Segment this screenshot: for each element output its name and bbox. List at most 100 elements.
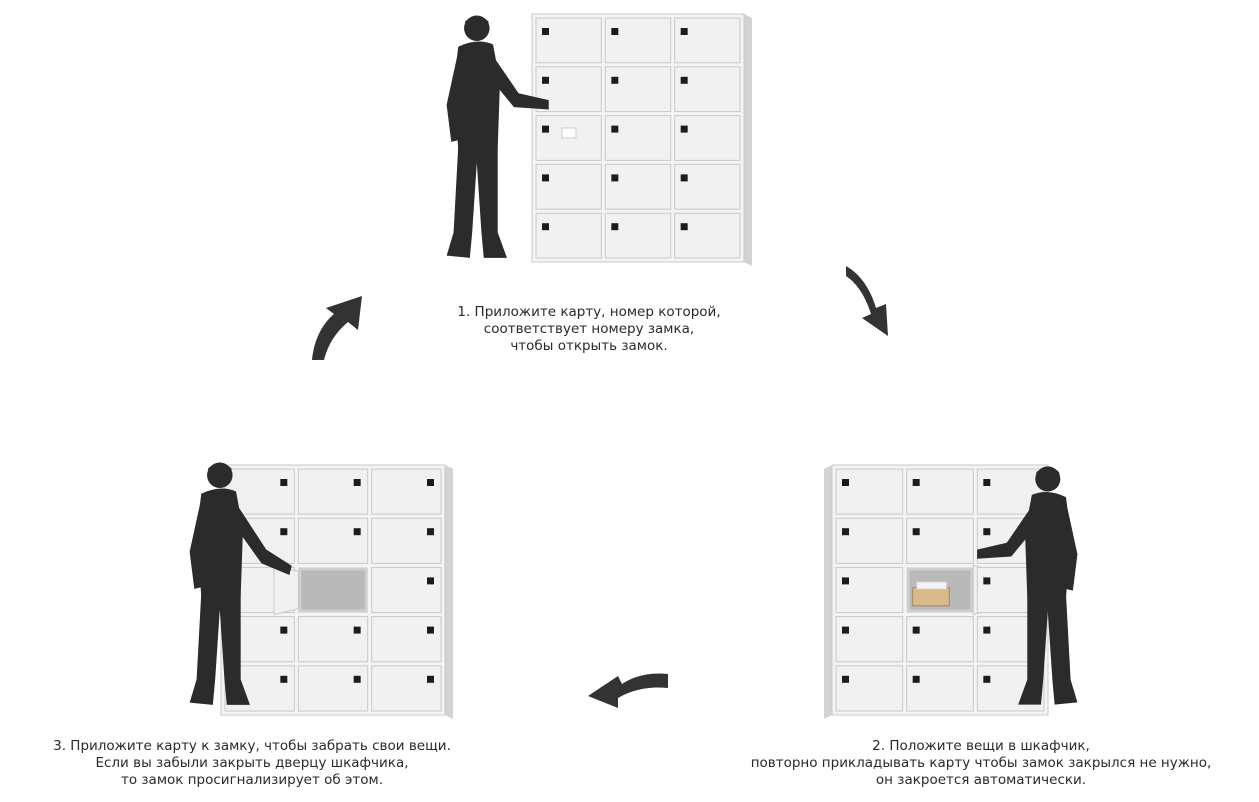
person-back-arm bbox=[446, 51, 468, 142]
locker-cabinet bbox=[531, 13, 752, 266]
locker-door bbox=[835, 566, 904, 614]
locker-compartment-interior bbox=[301, 570, 365, 610]
locker-cabinet bbox=[220, 464, 453, 719]
step-3-caption-line: Если вы забыли закрыть дверцу шкафчика, bbox=[95, 755, 409, 771]
locker-door bbox=[371, 665, 442, 712]
lock-icon bbox=[983, 675, 991, 683]
step-3-illustration bbox=[189, 462, 453, 719]
lock-icon bbox=[427, 528, 434, 536]
lock-icon bbox=[842, 626, 849, 634]
step-1-illustration bbox=[446, 13, 752, 266]
person-reaching-arm bbox=[226, 496, 292, 575]
locker-cabinet bbox=[824, 464, 1049, 719]
lock-icon bbox=[611, 174, 619, 182]
locker-door bbox=[835, 517, 904, 564]
locker-door bbox=[604, 17, 672, 64]
lock-icon bbox=[353, 479, 361, 486]
lock-icon bbox=[427, 577, 434, 585]
locker-door bbox=[906, 665, 974, 712]
step-1-caption-line: 1. Приложите карту, номер которой, bbox=[457, 304, 721, 320]
person-reaching-arm bbox=[977, 499, 1044, 559]
step-3-caption: 3. Приложите карту к замку, чтобы забрат… bbox=[4, 738, 500, 789]
locker-door bbox=[906, 517, 974, 564]
person-silhouette-icon bbox=[446, 15, 549, 258]
locker-door bbox=[674, 115, 741, 161]
step-2-caption-line: повторно прикладывать карту чтобы замок … bbox=[750, 755, 1212, 771]
locker-door bbox=[674, 66, 741, 113]
person-legs bbox=[1018, 595, 1078, 705]
step-3-caption-line: 3. Приложите карту к замку, чтобы забрат… bbox=[53, 738, 451, 754]
person-cap bbox=[1036, 467, 1060, 478]
step-2-illustration bbox=[824, 464, 1078, 719]
lock-icon bbox=[427, 675, 434, 683]
person-legs bbox=[189, 593, 250, 705]
parcel-icon bbox=[912, 587, 950, 607]
arrow-shaft bbox=[846, 266, 888, 336]
locker-door bbox=[674, 212, 741, 259]
locker-door bbox=[906, 616, 974, 663]
lock-icon bbox=[842, 577, 849, 585]
cabinet-side-panel bbox=[445, 465, 453, 719]
lock-icon bbox=[912, 675, 920, 683]
locker-door bbox=[604, 115, 672, 161]
person-silhouette-icon bbox=[189, 462, 292, 705]
step-1-caption-line: чтобы открыть замок. bbox=[510, 338, 668, 354]
lock-icon bbox=[280, 528, 288, 536]
lock-icon bbox=[611, 223, 619, 231]
locker-door bbox=[976, 468, 1045, 515]
arrow-shaft bbox=[312, 296, 362, 360]
arrow-step3-to-step1-icon bbox=[312, 296, 362, 360]
locker-door bbox=[835, 616, 904, 663]
lock-icon bbox=[680, 223, 688, 231]
person-cap bbox=[465, 16, 489, 28]
arrow-step2-to-step3-icon bbox=[588, 673, 668, 708]
cabinet-side-panel bbox=[744, 14, 752, 266]
lock-icon bbox=[542, 76, 549, 84]
locker-door bbox=[297, 468, 369, 515]
lock-icon bbox=[912, 528, 920, 536]
locker-door bbox=[604, 66, 672, 113]
locker-door bbox=[835, 665, 904, 712]
lock-icon bbox=[427, 479, 434, 486]
lock-icon bbox=[680, 28, 688, 35]
locker-door bbox=[535, 17, 602, 64]
lock-icon bbox=[983, 577, 991, 585]
locker-door bbox=[604, 163, 672, 210]
lock-icon bbox=[842, 528, 849, 536]
access-card-icon bbox=[561, 127, 577, 139]
lock-icon bbox=[353, 626, 361, 634]
person-cap bbox=[208, 463, 232, 475]
step-2-caption-line: он закроется автоматически. bbox=[875, 772, 1087, 788]
lock-icon bbox=[353, 528, 361, 536]
step-2-caption: 2. Положите вещи в шкафчик, повторно при… bbox=[705, 738, 1257, 789]
person-reaching-arm bbox=[481, 49, 549, 110]
cabinet-side-panel bbox=[824, 465, 832, 719]
person-silhouette-icon bbox=[977, 466, 1078, 705]
locker-door bbox=[371, 566, 442, 614]
locker-door bbox=[906, 468, 974, 515]
locker-door bbox=[297, 665, 369, 712]
lock-icon bbox=[542, 223, 549, 231]
lock-icon bbox=[680, 174, 688, 182]
locker-door bbox=[371, 616, 442, 663]
lock-icon bbox=[680, 125, 688, 133]
lock-icon bbox=[542, 125, 549, 133]
lock-icon bbox=[912, 479, 920, 486]
locker-door bbox=[835, 468, 904, 515]
lock-icon bbox=[280, 626, 288, 634]
locker-door bbox=[297, 616, 369, 663]
locker-door bbox=[371, 517, 442, 564]
locker-door bbox=[604, 212, 672, 259]
step-2-caption-line: 2. Положите вещи в шкафчик, bbox=[872, 738, 1090, 754]
lock-icon bbox=[542, 28, 549, 35]
lock-icon bbox=[611, 125, 619, 133]
locker-door bbox=[674, 17, 741, 64]
lock-icon bbox=[427, 626, 434, 634]
step-1-caption-line: соответствует номеру замка, bbox=[483, 321, 695, 337]
step-1-caption: 1. Приложите карту, номер которой, соотв… bbox=[419, 304, 759, 355]
lock-icon bbox=[983, 479, 991, 486]
locker-door bbox=[535, 212, 602, 259]
locker-door bbox=[535, 163, 602, 210]
lock-icon bbox=[353, 675, 361, 683]
